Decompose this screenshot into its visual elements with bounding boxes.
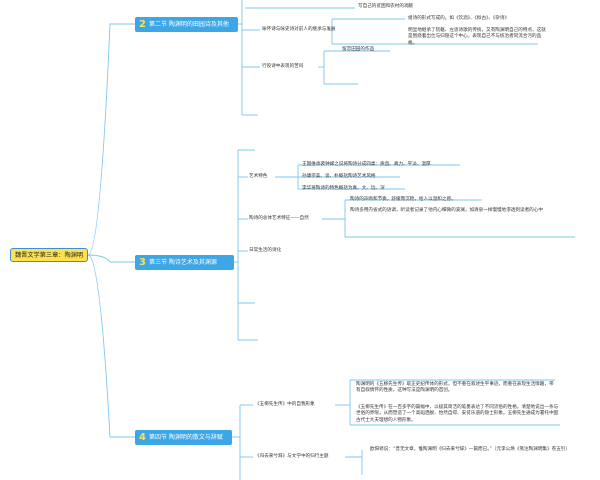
- topic-node[interactable]: 《五柳先生传》中的自我形象: [255, 402, 315, 407]
- section-number: 4: [139, 432, 146, 443]
- topic-node[interactable]: 陶诗的总体艺术特征——自然: [249, 216, 309, 221]
- topic-node[interactable]: 写自己的贫困和农村的凋敝: [358, 4, 414, 9]
- section-number: 3: [139, 257, 146, 268]
- topic-node[interactable]: 陶诗的声吻和节奏，舒缓而沉稳，给人以温和之感。: [350, 197, 456, 202]
- connector-root-sec2: [87, 23, 135, 256]
- topic-node[interactable]: 欧阳修说：“晋无文章，惟陶渊明《归去来兮辞》一篇而已。”（元李公焕《笺注陶渊明集…: [370, 447, 570, 452]
- topic-node[interactable]: 明显地继承了阮籍、左思诗歌的传统，又有陶渊明自己的特点，这就是围绕着出仕与归隐这…: [408, 28, 546, 46]
- connector-root-sec4: [87, 254, 135, 438]
- root-node[interactable]: 魏晋文学第三章：陶渊明: [10, 248, 88, 262]
- topic-node[interactable]: 陶渊明的《五柳先生传》取正史纪传体的形式，但不重在叙述生平事迹，而重在表现生活情…: [356, 382, 554, 394]
- topic-node[interactable]: 艺术特色: [249, 174, 268, 179]
- topic-node[interactable]: 《归去来兮辞》与文学中的归行主题: [255, 454, 329, 459]
- section-label: 第三节 陶诗艺术及其渊源: [148, 259, 217, 266]
- topic-node[interactable]: 孙康宗美、谈、朴概括陶诗艺术风格: [302, 174, 376, 179]
- topic-node[interactable]: 日常生活的诗化: [249, 248, 282, 253]
- topic-node[interactable]: 咏怀诗与咏史诗对前人的继承与发展: [262, 27, 336, 32]
- topic-node[interactable]: 李华将陶诗的特色概括为真、大、远、深: [302, 186, 385, 191]
- topic-node[interactable]: 王国维承袭钟嵘之说将陶诗分成四类：质直、真力、平淡、温厚: [302, 162, 431, 167]
- section-label: 第四节 陶渊明的散文与辞赋: [148, 434, 223, 441]
- topic-node[interactable]: 陶诗多用内省式的语调，听读者记录了他内心细微的波澜，如清泉一样慢慢地渗透到读者的…: [350, 208, 543, 213]
- topic-node[interactable]: 留恋田园的作品: [342, 47, 375, 52]
- topic-node[interactable]: 行役诗中表现的苦闷: [262, 64, 304, 69]
- topic-node[interactable]: 《五柳先生传》在一百多字的篇幅中，以极其简洁的笔墨表达了不同流俗的性格。清楚地说…: [356, 405, 559, 423]
- section-label: 第二节 陶渊明的田园诗及其他: [148, 21, 229, 28]
- topic-node[interactable]: 组诗的形式写成的。如《饮酒》、《拟古》、《杂诗》: [408, 16, 510, 21]
- connector-root-sec3: [87, 254, 135, 263]
- section-number: 2: [139, 19, 146, 30]
